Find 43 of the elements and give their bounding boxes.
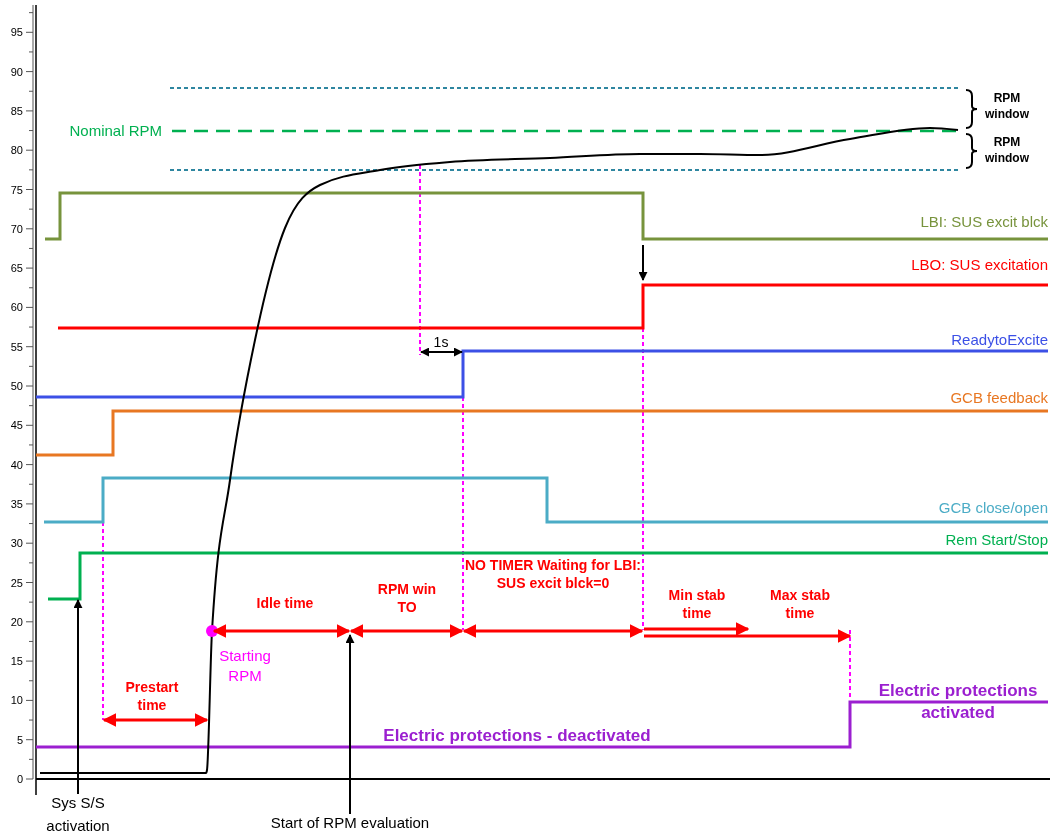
interval-label: Min stab time [667, 586, 727, 623]
tick-label: 65 [10, 261, 23, 276]
tick-label: 70 [10, 221, 23, 237]
tick-label: 55 [10, 339, 23, 354]
window-label: RPM window [984, 91, 1030, 123]
point-label: Starting RPM [218, 646, 272, 685]
signal-label: LBO: SUS excitation [911, 255, 1048, 275]
annotation-text: Sys S/S activation [23, 792, 133, 837]
arrow [73, 599, 83, 795]
window-label: RPM window [984, 135, 1030, 167]
interval-label: Prestart time [124, 678, 180, 715]
signal-label: Rem Start/Stop [945, 530, 1048, 550]
tick-label: 90 [10, 64, 23, 79]
arrow [345, 634, 355, 815]
tick-label: 35 [10, 496, 23, 512]
tick-label: 15 [10, 654, 23, 669]
tick-label: 20 [10, 614, 23, 630]
signal-label: ReadytoExcite [951, 330, 1048, 350]
annotation-text: Start of RPM evaluation [235, 812, 465, 835]
state-label: Electric protections - deactivated [382, 725, 652, 747]
tick-label: 50 [10, 379, 23, 394]
dimension-label: 1s [432, 333, 450, 352]
tick-label: 95 [10, 25, 23, 40]
signal-label: GCB feedback [950, 388, 1048, 408]
signal-label: LBI: SUS excit blck [920, 212, 1048, 232]
tick-label: 75 [10, 182, 23, 197]
tick-label: 40 [10, 457, 23, 472]
interval-label: NO TIMER Waiting for LBI: SUS excit blck=0 [464, 556, 642, 593]
tick-label: 0 [16, 772, 23, 787]
tick-label: 80 [10, 143, 23, 158]
tick-label: 30 [10, 536, 23, 551]
tick-label: 45 [10, 418, 23, 433]
tick-label: 85 [10, 103, 23, 119]
interval-label: Idle time [255, 594, 315, 613]
signal-label: GCB close/open [938, 498, 1048, 518]
interval-label: Max stab time [769, 586, 831, 623]
interval-label: RPM win TO [377, 580, 437, 617]
tick-label: 10 [10, 693, 23, 708]
line-label: Nominal RPM [69, 121, 162, 141]
tick-label: 25 [10, 575, 23, 590]
state-label: Electric protections activated [877, 680, 1039, 725]
tick-label: 60 [10, 300, 23, 315]
tick-label: 5 [16, 732, 23, 747]
